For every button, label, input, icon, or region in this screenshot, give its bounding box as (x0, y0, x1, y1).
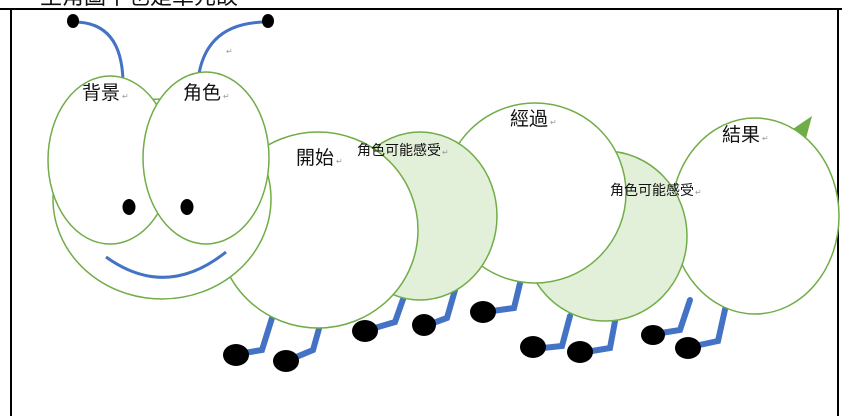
foot-1 (223, 344, 249, 366)
foot-4 (412, 314, 436, 336)
foot-2 (273, 350, 299, 372)
para-mark: ↵ (336, 157, 343, 166)
foot-8 (641, 325, 665, 345)
mouth (105, 250, 227, 279)
pupil-right (180, 199, 194, 215)
feet (223, 301, 701, 372)
antenna-right-tip (262, 14, 274, 28)
antenna-right (196, 20, 268, 81)
antenna-left (73, 20, 125, 83)
label-character-feeling-1: 角色可能感受 (357, 142, 441, 159)
eye-circle-character (142, 71, 270, 245)
label-ending: 結果 (722, 124, 760, 146)
label-beginning: 開始 (296, 147, 334, 169)
label-process: 經過 (510, 108, 548, 130)
foot-6 (520, 336, 546, 358)
header-text: 主角圖中也是單元故 (40, 0, 238, 10)
para-mark: ↵ (223, 92, 230, 101)
foot-7 (567, 341, 593, 363)
foot-9 (675, 337, 701, 359)
label-background: 背景 (82, 82, 120, 104)
label-character-feeling-2: 角色可能感受 (610, 182, 694, 199)
foot-5 (470, 301, 496, 323)
para-mark: ↵ (442, 148, 449, 157)
antenna-left-tip (67, 14, 79, 28)
para-mark: ↵ (762, 134, 769, 143)
para-mark: ↵ (122, 92, 129, 101)
foot-3 (352, 320, 378, 342)
pupil-left (122, 199, 136, 215)
para-mark: ↵ (695, 188, 702, 197)
label-character: 角色 (183, 82, 221, 104)
para-mark: ↵ (550, 118, 557, 127)
para-mark: ↵ (226, 47, 233, 56)
segment-ending (670, 117, 840, 315)
